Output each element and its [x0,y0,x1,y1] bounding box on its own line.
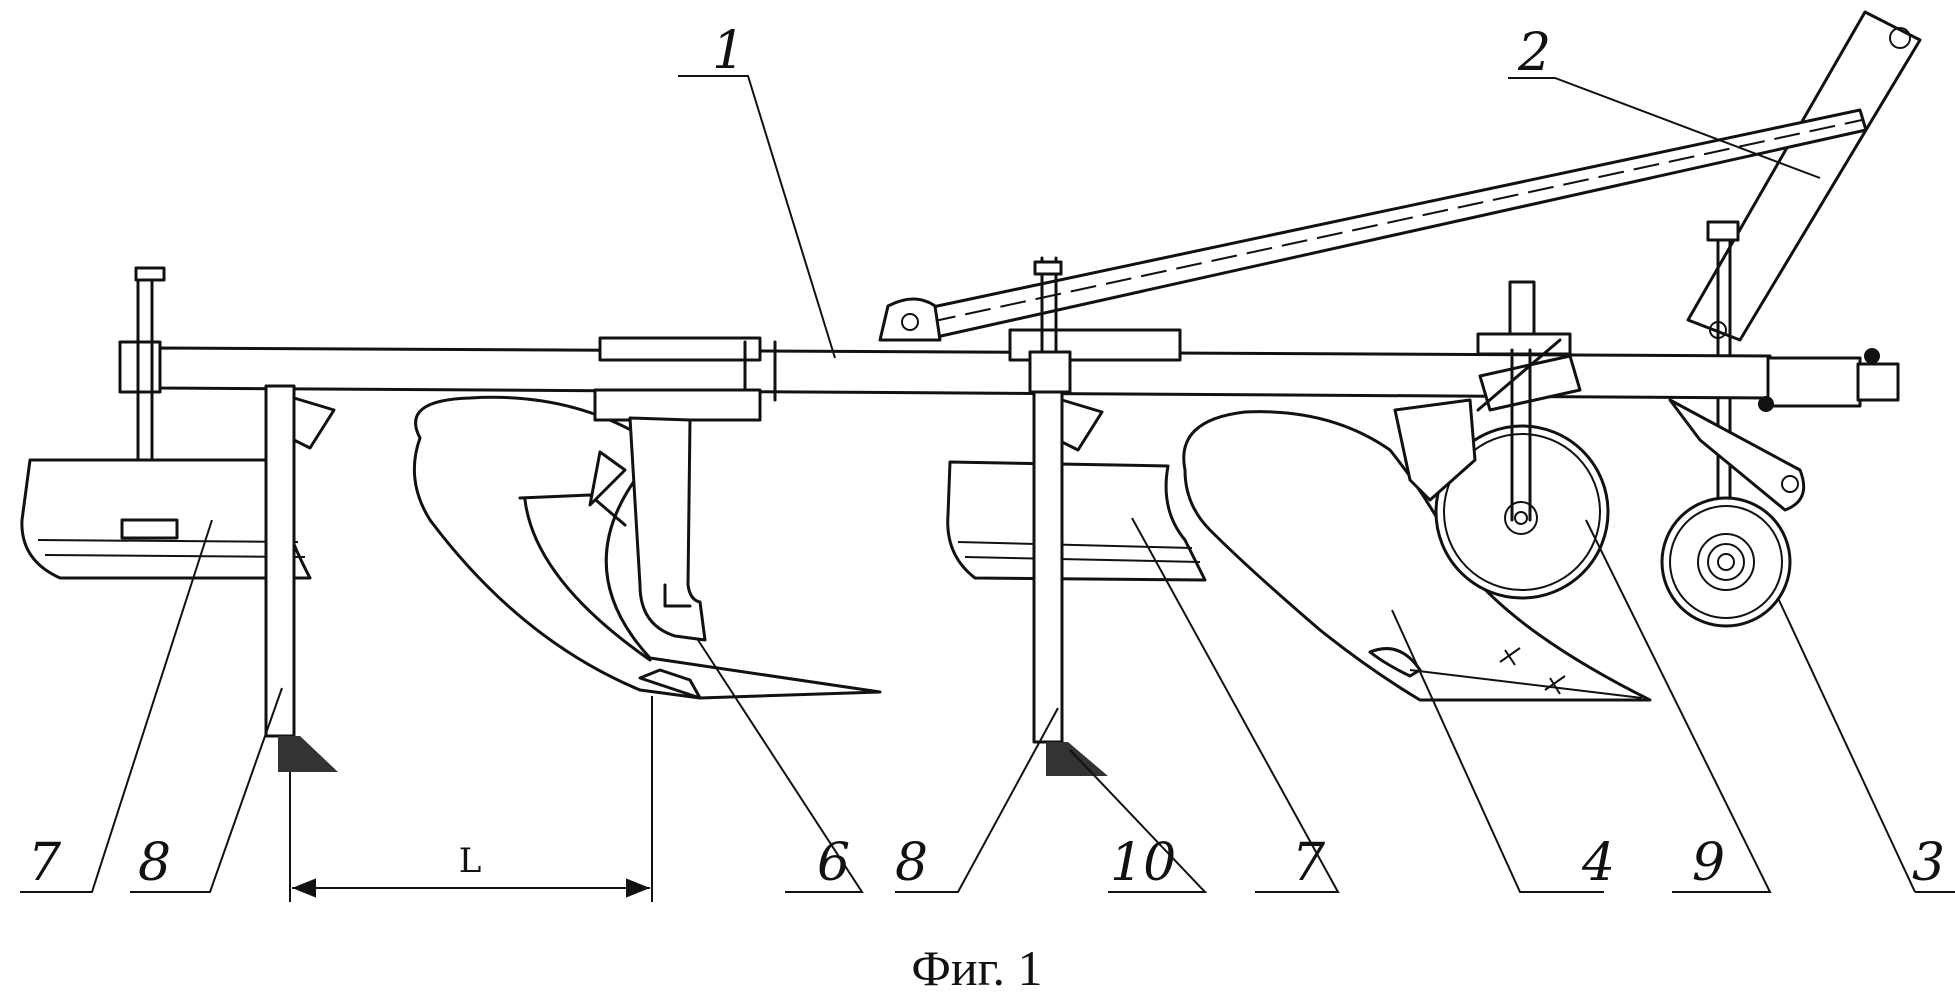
tine-8-mid [1032,390,1108,776]
label-8-left: 8 [138,833,171,893]
label-4: 4 [1581,833,1615,893]
dimension-l: L [289,696,653,902]
label-9: 9 [1692,833,1725,893]
shield-7-left [20,458,312,580]
shield-7-mid [946,460,1207,582]
top-link-brace [878,108,1868,342]
label-1: 1 [712,21,745,81]
label-10: 10 [1110,833,1176,893]
mouldboard-6 [412,395,882,700]
label-8-mid: 8 [895,833,928,893]
figure-caption: Фиг. 1 [911,940,1042,996]
dimension-label: L [459,841,482,881]
label-7-mid: 7 [1292,833,1326,893]
label-3: 3 [1912,833,1945,893]
label-2: 2 [1517,23,1551,83]
leader-lines [20,75,1955,893]
label-6: 6 [817,833,850,893]
mouldboard-4 [1182,410,1652,702]
support-wheel-3 [1660,220,1806,628]
tine-8-left [264,384,338,772]
hitch-mast [1686,10,1922,342]
label-7-left: 7 [28,833,62,893]
share-leg [593,388,762,642]
disc-coulter-9 [1393,280,1610,600]
